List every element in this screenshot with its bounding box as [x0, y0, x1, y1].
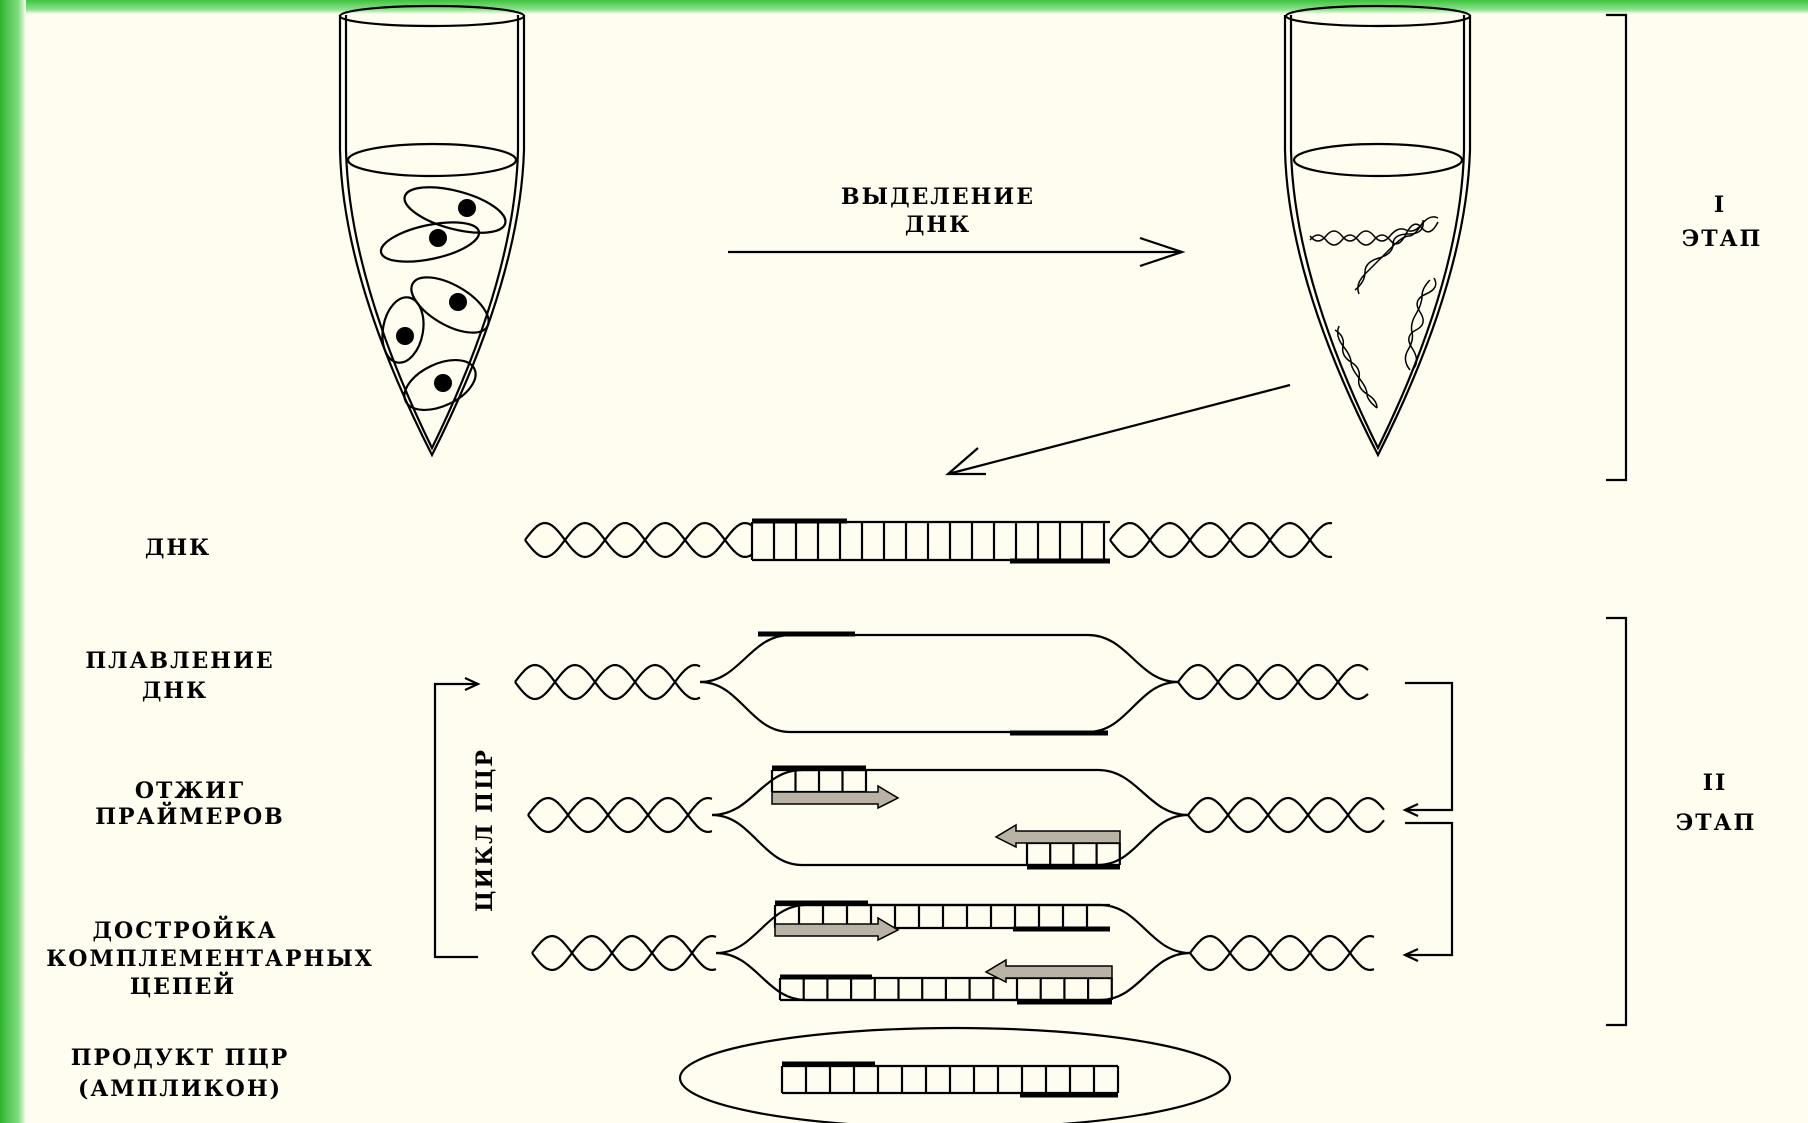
label-melting-line2: ДНК	[142, 678, 208, 704]
extension-right-split-bottom	[1100, 953, 1190, 1000]
stage1-word: ЭТАП	[1682, 226, 1763, 252]
extended-strands	[532, 903, 1374, 1002]
amplicon-product	[680, 1028, 1230, 1123]
annealing-left-helix-strand-a	[528, 798, 712, 832]
extension-top-arrow	[775, 918, 898, 940]
melting-left-helix-strand-a	[515, 665, 700, 699]
label-extension-line2: КОМПЛЕМЕНТАРНЫХ	[46, 946, 374, 972]
label-melting-line1: ПЛАВЛЕНИЕ	[85, 648, 274, 674]
label-dna: ДНК	[145, 535, 211, 561]
extension-bottom-arrow	[986, 960, 1112, 982]
annealed-primers	[528, 768, 1384, 867]
dna-fragments-icon	[1310, 217, 1438, 408]
test-tube-with-dna	[1285, 6, 1470, 455]
melting-left-split-top	[700, 635, 790, 682]
melted-dna	[515, 634, 1368, 733]
stage2-word: ЭТАП	[1676, 810, 1757, 836]
dna-left-helix-strand-a	[525, 523, 752, 557]
melting-right-split-bottom	[1088, 682, 1178, 732]
label-annealing-line2: ПРАЙМЕРОВ	[95, 801, 284, 830]
diagonal-arrow	[948, 385, 1290, 474]
extension-right-helix-strand-a	[1190, 936, 1374, 970]
extension-left-helix-strand-a	[532, 936, 716, 970]
melting-left-split-bottom	[700, 682, 790, 732]
annealing-right-split-top	[1098, 770, 1188, 815]
isolation-arrow	[728, 238, 1182, 266]
melting-right-split-top	[1088, 635, 1178, 682]
melting-left-helix-strand-b	[515, 665, 700, 699]
extension-left-helix-strand-b	[532, 936, 716, 970]
stage2-number: II	[1703, 770, 1728, 796]
label-product-line1: ПРОДУКТ ПЦР	[71, 1045, 290, 1071]
extension-right-split-top	[1100, 905, 1190, 953]
primer-bottom-arrow	[996, 825, 1120, 847]
annealing-left-split-bottom	[712, 815, 802, 865]
dna-double-helix	[525, 521, 1332, 561]
label-product-line2: (АМПЛИКОН)	[78, 1076, 282, 1102]
label-pcr-cycle: ЦИКЛ ПЦР	[472, 748, 498, 912]
test-tube-with-cells	[340, 6, 524, 455]
label-extension-line3: ЦЕПЕЙ	[130, 971, 236, 1000]
stage1-bracket	[1606, 15, 1626, 480]
extension-right-helix-strand-b	[1190, 936, 1374, 970]
stage2-bracket	[1606, 618, 1626, 1025]
label-isolation-line2: ДНК	[905, 212, 971, 238]
dna-left-helix-strand-b	[525, 523, 752, 557]
label-annealing-line1: ОТЖИГ	[135, 778, 245, 804]
cell-icon	[378, 215, 483, 269]
cell-icon	[400, 178, 510, 242]
feedback-bracket-1	[1405, 683, 1452, 816]
stage1-number: I	[1714, 192, 1726, 218]
annealing-left-helix-strand-b	[528, 798, 712, 832]
primer-top-arrow	[772, 786, 898, 808]
label-extension-line1: ДОСТРОЙКА	[92, 915, 277, 944]
cell-icon	[378, 294, 429, 366]
label-isolation-line1: ВЫДЕЛЕНИЕ	[841, 184, 1035, 210]
cell-icon	[403, 266, 497, 344]
feedback-bracket-2	[1405, 823, 1452, 961]
